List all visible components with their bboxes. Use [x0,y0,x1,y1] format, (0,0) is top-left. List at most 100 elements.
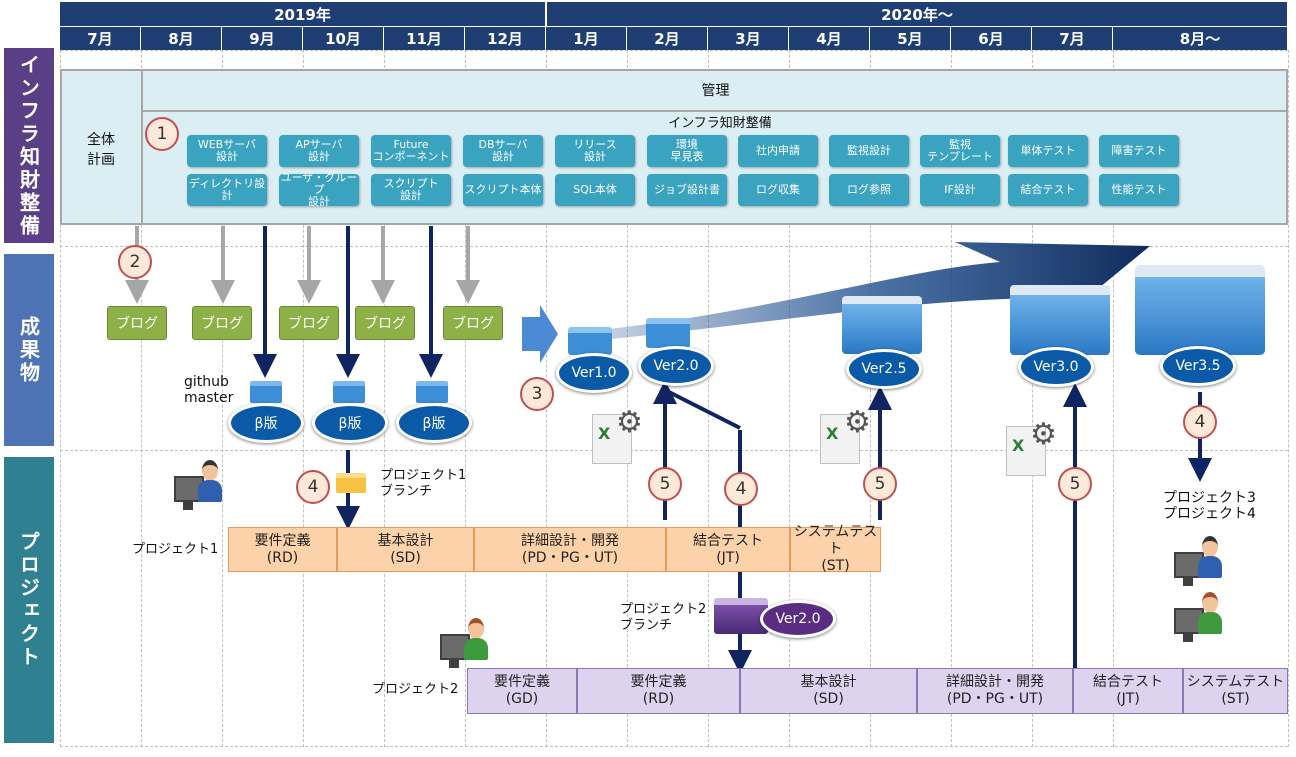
month-cell: 12月 [465,27,546,50]
blog-5: ブログ [443,306,503,340]
grid-line [60,450,1288,451]
marker-4: 4 [1183,405,1217,439]
grid-line [1113,50,1114,747]
folder-icon [416,381,448,403]
phase-code: (PD・PG・UT) [946,691,1044,707]
phase-code: (GD) [505,691,539,707]
year-2020: 2020年～ [547,2,1288,26]
row-label-infra: インフラ知財整備 [4,48,54,243]
user-computer-icon [1172,534,1224,590]
beta-badge-3: β版 [396,403,472,443]
marker-3: 3 [520,377,554,411]
task-box: 監視設計 [829,135,909,167]
task-box: スクリプト本体 [463,174,543,206]
task-box: 性能テスト [1099,174,1179,206]
grid-line [60,746,1288,747]
task-box: リリース 設計 [555,135,635,167]
folder-icon [336,473,366,493]
folder-icon [1010,285,1110,355]
folder-icon [646,318,690,348]
folder-icon [333,381,365,403]
phase-code: (SD) [390,549,421,566]
grid-line [60,50,61,747]
management-bar: 管理 [141,70,1288,112]
phase-code: (ST) [1221,691,1250,707]
phase-name: 要件定義 [494,674,550,690]
entry-arrow [522,305,558,363]
project3-4-label: プロジェクト3 プロジェクト4 [1163,490,1256,522]
year-2019: 2019年 [60,2,546,26]
user-computer-icon [1172,590,1224,646]
grid-line [60,246,1288,247]
phase-name: 要件定義 [254,532,311,549]
folder-icon [568,327,612,355]
phase-name: システムテスト [1186,674,1285,690]
excel-gear-icon: X ⚙ [1006,420,1066,478]
grid-line [1032,50,1033,747]
phase-box: システムテスト(ST) [1183,668,1288,714]
month-cell: 5月 [870,27,951,50]
version-badge-3-5: Ver3.5 [1160,346,1236,386]
grid-line [222,50,223,747]
phase-name: システムテスト [793,524,878,557]
phase-code: (ST) [821,558,850,574]
task-box: 障害テスト [1099,135,1179,167]
task-box: ディレクトリ設計 [187,174,267,206]
project2-branch-label: プロジェクト2 ブランチ [620,602,707,633]
project1-branch-label: プロジェクト1 ブランチ [380,468,467,499]
phase-box: 基本設計(SD) [337,527,474,572]
folder-icon [1135,265,1265,355]
marker-2: 2 [118,245,152,279]
task-box: ログ参照 [829,174,909,206]
version-badge-2-5: Ver2.5 [846,349,922,389]
phase-code: (PD・PG・UT) [521,549,619,566]
phase-name: 詳細設計・開発 [946,674,1044,690]
month-cell: 4月 [789,27,870,50]
phase-name: 基本設計 [800,674,857,690]
version-badge-3-0: Ver3.0 [1018,347,1094,387]
blog-1: ブログ [107,306,167,340]
month-cell: 11月 [384,27,465,50]
task-box: ログ収集 [738,174,818,206]
grid-line [708,50,709,747]
phase-code: (RD) [642,691,675,707]
project2-branch-version: Ver2.0 [760,600,836,638]
phase-box: 基本設計(SD) [740,668,917,714]
project2-label: プロジェクト2 [372,682,459,697]
excel-gear-icon: X ⚙ [592,408,652,466]
folder-icon [714,598,768,634]
ip-title: インフラ知財整備 [668,116,772,131]
marker-1: 1 [145,117,179,151]
grid-line [303,50,304,747]
phase-code: (SD) [813,691,844,707]
phase-box: 要件定義(GD) [467,668,577,714]
user-computer-icon [438,616,490,672]
task-box: 単体テスト [1008,135,1088,167]
phase-box: 要件定義(RD) [577,668,740,714]
phase-box: システムテスト(ST) [790,524,881,574]
month-cell: 3月 [708,27,789,50]
phase-name: 結合テスト [1093,674,1163,690]
phase-box: 詳細設計・開発(PD・PG・UT) [474,527,666,572]
month-cell: 2月 [627,27,708,50]
month-cell: 6月 [951,27,1032,50]
task-box: ユーザ・グループ 設計 [279,171,359,208]
marker-4: 4 [296,470,330,504]
overall-plan-label: 全体 計画 [87,132,115,168]
phase-box: 要件定義(RD) [228,527,337,572]
beta-badge-2: β版 [312,403,388,443]
phase-name: 基本設計 [377,532,434,549]
row-label-deliverables: 成果物 [4,254,54,446]
marker-5: 5 [648,467,682,501]
phase-code: (JT) [716,549,740,566]
phase-box: 詳細設計・開発(PD・PG・UT) [917,668,1073,714]
marker-5: 5 [863,467,897,501]
marker-4: 4 [724,472,758,506]
phase-name: 要件定義 [630,674,687,690]
github-master-label: github master [184,374,234,406]
grid-line [60,50,1288,51]
grid-line [1288,50,1289,747]
task-box: IF設計 [920,174,1000,206]
version-badge-1-0: Ver1.0 [556,353,632,393]
month-cell: 1月 [546,27,627,50]
